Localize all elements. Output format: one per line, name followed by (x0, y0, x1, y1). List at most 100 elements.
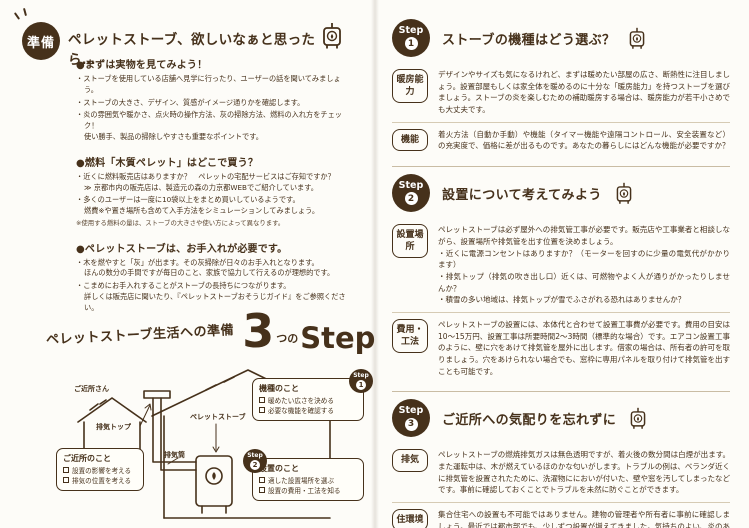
neighbor-house-label: ご近所さん (74, 385, 109, 393)
checklist-item: 適した設置場所を選ぶ (259, 476, 357, 486)
checklist-item-text: 適した設置場所を選ぶ (268, 477, 334, 485)
checklist-neighbors: ご近所のこと 設置の影響を考える 排気の位置を考える (56, 448, 144, 492)
checklist-item: 暖めたい広さを決める (259, 396, 357, 406)
banner-step-word: Step (300, 321, 376, 355)
right-page: Step 1 ストーブの機種はどう選ぶ？ 暖房能力 デザインやサイズも気になるけ… (392, 12, 730, 528)
step-2-section: Step 2 設置について考えてみよう 設置場所 ペレットストーブは必ず屋外への… (392, 166, 730, 391)
step-1-section: Step 1 ストーブの機種はどう選ぶ？ 暖房能力 デザインやサイズも気になるけ… (392, 12, 730, 166)
checklist-item-text: 設置の費用・工法を知る (268, 487, 341, 496)
checkbox-icon (259, 477, 265, 483)
step-badge-word: Step (398, 405, 424, 417)
checklist-item-text: 必要な機能を確認する (268, 407, 334, 416)
topic-heating-capacity: 暖房能力 デザインやサイズも気になるけれど、まずは暖めたい部屋の広さ、断熱性に注… (392, 63, 730, 122)
step-badge-number: 2 (404, 192, 418, 206)
topic-text: デザインやサイズも気になるけれど、まずは暖めたい部屋の広さ、断熱性に注目しましょ… (438, 70, 730, 115)
step-badge-number: 3 (404, 417, 418, 431)
step-2-header: Step 2 設置について考えてみよう (392, 174, 730, 213)
section-where-to-buy-fuel: ●燃料「木質ペレット」はどこで買う？ ・近くに燃料販売店はありますか？ ペレット… (76, 154, 346, 229)
emphasis-mark (22, 7, 28, 17)
checklist-item-text: 排気の位置を考える (72, 477, 132, 486)
topic-living-environment: 住環境 集合住宅への設置も不可能ではありません。建物の管理者や所有者に事前に確認… (392, 502, 730, 528)
bullet-item: ・多くのユーザーは一度に10袋以上をまとめ買いしているようです。 燃費※や置き場… (76, 195, 320, 216)
topic-label: 機能 (392, 128, 428, 151)
preparation-badge: 準備 (22, 22, 60, 60)
preparation-badge-label: 準備 (26, 35, 55, 51)
step-2-title: 設置について考えてみよう (442, 187, 602, 203)
section-heading: ●ペレットストーブは、お手入れが必要です。 (76, 243, 288, 255)
checklist-item-text: 設置の影響を考える (72, 467, 132, 475)
checklist-installation: Step 2 設置のこと 適した設置場所を選ぶ 設置の費用・工法を知る (243, 449, 364, 502)
step-2-badge: Step 2 (392, 174, 430, 213)
topic-text: ペレットストーブの燃焼排気ガスは無色透明ですが、着火後の数分間は白煙が出ます。ま… (438, 450, 730, 495)
house-illustration: ご近所さん ペレットストーブ 排気トップ 排気筒 ご近所のこと 設置の影響を考え… (56, 350, 373, 522)
emphasis-mark (13, 12, 21, 20)
checkbox-icon (259, 397, 265, 403)
step-3-title: ご近所への気配りを忘れずに (442, 412, 617, 428)
stove-icon (627, 27, 647, 50)
topic-label: 住環境 (392, 509, 428, 528)
checklist-item: 設置の影響を考える (63, 466, 137, 476)
bullet-item: ・木を燃やすと「灰」が出ます。その灰掃除が日々のお手入れとなります。 ほんの数分… (76, 257, 335, 278)
mini-badge-number: 2 (250, 459, 260, 470)
topic-text: ペレットストーブは必ず屋外への排気管工事が必要です。販売店や工事業者と相談しなが… (438, 225, 730, 305)
footnote: ※使用する燃料の量は、ストーブの大きさや使い方によって異なります。 (76, 218, 285, 227)
banner-number: 3 (242, 304, 275, 358)
exhaust-pipe-label: 排気筒 (164, 451, 185, 459)
step-1-title: ストーブの機種はどう選ぶ？ (442, 32, 616, 48)
checklist-title: 設置のこと (259, 464, 299, 473)
page-title: ペレットストーブ、欲しいなぁと思ったら… (68, 32, 316, 68)
mini-badge-number: 1 (356, 379, 366, 390)
checkbox-icon (259, 407, 265, 414)
topic-functions: 機能 着火方法（自動か手動）や機能（タイマー機能や遠隔コントロール、安全装置など… (392, 121, 730, 158)
three-steps-banner: ペレットストーブ生活への準備 3 つの Step (46, 304, 376, 358)
intro-sections: ●まずは実物を見てみよう！ ・ストーブを使用している店舗へ見学に行ったり、ユーザ… (76, 56, 346, 325)
checklist-title: ご近所のこと (63, 454, 111, 463)
stove-icon (320, 22, 344, 50)
topic-text: ペレットストーブの設置には、本体代と合わせて設置工事費が必要です。費用の目安は1… (438, 319, 730, 376)
page-fold (371, 0, 379, 528)
bullet-item: ・近くに燃料販売店はありますか？ ペレットの宅配サービスはご存知ですか？ ≫ 京… (76, 171, 335, 192)
topic-text: 集合住宅への設置も不可能ではありません。建物の管理者や所有者に事前に確認しましょ… (438, 510, 730, 528)
topic-label: 排気 (392, 449, 428, 472)
bullet-item: ・こまめにお手入れすることがストーブの長持ちにつながります。 詳しくは販売店に聞… (76, 281, 346, 312)
bullet-item: ・炎の雰囲気や暖かさ、点火時の操作方法、灰の掃除方法、燃料の入れ方をチェック！ … (76, 110, 342, 141)
topic-label: 設置場所 (392, 224, 428, 259)
topic-label: 費用・工法 (392, 318, 428, 354)
step-1-badge: Step 1 (392, 19, 430, 57)
topic-cost-method: 費用・工法 ペレットストーブの設置には、本体代と合わせて設置工事費が必要です。費… (392, 311, 730, 383)
checkbox-icon (259, 487, 265, 494)
topic-label: 暖房能力 (392, 69, 428, 104)
topic-text: 着火方法（自動か手動）や機能（タイマー機能や遠隔コントロール、安全装置など）の充… (438, 129, 730, 151)
step-2-mini-badge: Step 2 (243, 449, 267, 473)
stove-icon (628, 407, 648, 430)
step-3-header: Step 3 ご近所への気配りを忘れずに (392, 399, 730, 438)
bullet-item: ・ストーブを使用している店舗へ見学に行ったり、ユーザーの話を聞いてみましょう。 (76, 74, 341, 94)
mini-badge-word: Step (353, 371, 369, 379)
bullet-item: ・ストーブの大きさ、デザイン、質感がイメージ通りかを確認します。 (76, 97, 305, 107)
topic-location: 設置場所 ペレットストーブは必ず屋外への排気管工事が必要です。販売店や工事業者と… (392, 218, 730, 312)
section-heading: ●燃料「木質ペレット」はどこで買う？ (76, 157, 259, 169)
checkbox-icon (63, 467, 69, 473)
step-3-section: Step 3 ご近所への気配りを忘れずに 排気 ペレットストーブの燃焼排気ガスは… (392, 391, 730, 528)
checklist-item: 必要な機能を確認する (259, 406, 357, 416)
step-1-header: Step 1 ストーブの機種はどう選ぶ？ (392, 19, 730, 57)
step-badge-word: Step (398, 24, 424, 36)
checklist-model: Step 1 機種のこと 暖めたい広さを決める 必要な機能を確認する (252, 369, 373, 422)
checklist-title: 機種のこと (259, 384, 299, 393)
checklist-item-text: 暖めたい広さを決める (268, 397, 334, 405)
section-heading: ●まずは実物を見てみよう！ (76, 60, 208, 71)
stove-icon (614, 182, 634, 205)
checklist-item: 排気の位置を考える (63, 476, 137, 486)
mini-badge-word: Step (247, 451, 263, 459)
step-badge-word: Step (398, 179, 424, 191)
step-3-badge: Step 3 (392, 399, 430, 438)
step-1-mini-badge: Step 1 (349, 369, 373, 393)
topic-exhaust: 排気 ペレットストーブの燃焼排気ガスは無色透明ですが、着火後の数分間は白煙が出ま… (392, 443, 730, 502)
section-see-real-thing: ●まずは実物を見てみよう！ ・ストーブを使用している店舗へ見学に行ったり、ユーザ… (76, 56, 346, 143)
pellet-stove-label: ペレットストーブ (190, 413, 246, 421)
step-badge-number: 1 (404, 37, 418, 51)
exhaust-top-label: 排気トップ (96, 423, 131, 431)
banner-middle: つの (276, 332, 299, 346)
checklist-item: 設置の費用・工法を知る (259, 486, 357, 496)
